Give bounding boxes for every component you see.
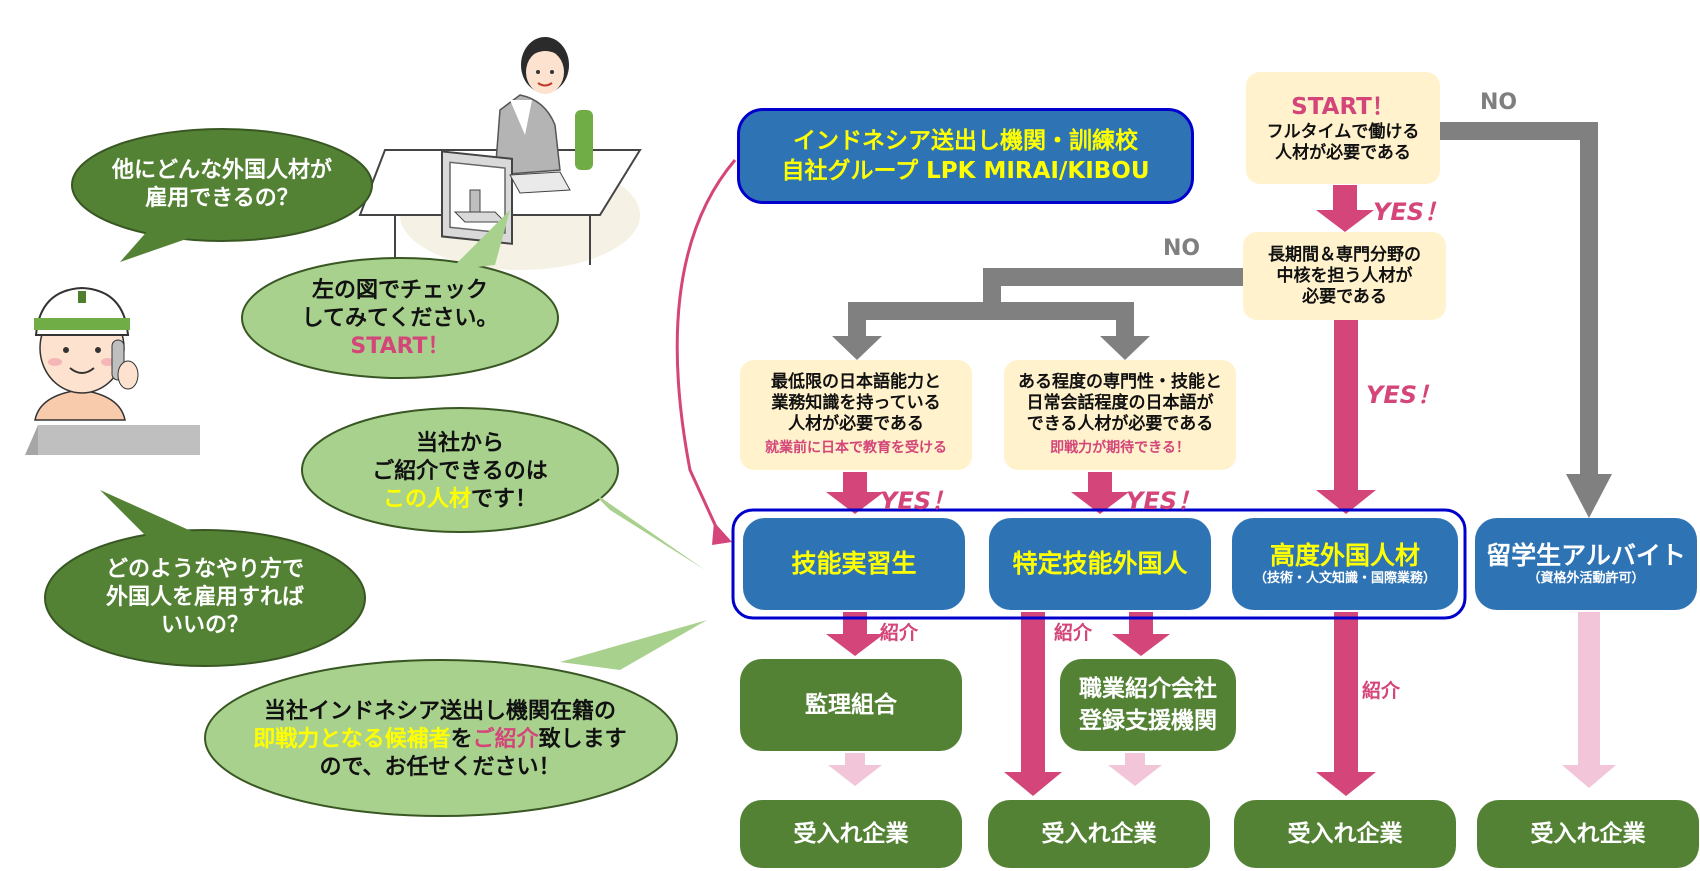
category-name: 留学生アルバイト	[1486, 541, 1686, 570]
agency-box: 職業紹介会社 登録支援機関	[1060, 659, 1236, 751]
longterm-line: 長期間＆専門分野の	[1268, 244, 1421, 265]
category-sub: （資格外活動許可）	[1527, 571, 1645, 586]
bubble-text-line: 雇用できるの？	[145, 186, 299, 211]
minimum-line: 人材が必要である	[788, 414, 924, 434]
receiving-company-3: 受入れ企業	[1234, 800, 1456, 868]
yes-label-minimum: YES！	[880, 487, 956, 515]
bubble-start-text: START！	[350, 334, 450, 359]
bubble-entrust-us: 当社インドネシア送出し機関在籍の 即戦力となる候補者をご紹介致します ので、お任…	[220, 690, 660, 790]
bubble-text-fragment: です！	[471, 487, 538, 512]
bubble-text-fragment: 致します	[538, 727, 627, 752]
bubble-text-line: 外国人を雇用すれば	[105, 585, 304, 610]
longterm-requirement-box: 長期間＆専門分野の 中核を担う人材が 必要である	[1243, 232, 1446, 320]
bubble-shapes	[44, 128, 707, 817]
bubble-check-chart: 左の図でチェック してみてください。 START！	[242, 272, 558, 366]
curved-connector-arrow	[675, 159, 737, 541]
highlight-this-talent: この人材	[382, 487, 471, 512]
receiver-label: 受入れ企業	[1041, 821, 1157, 847]
skilled-line: 日常会話程度の日本語が	[1026, 393, 1214, 413]
receiving-company-2: 受入れ企業	[988, 800, 1210, 868]
longterm-line: 中核を担う人材が	[1276, 265, 1413, 286]
yes-label-start: YES！	[1373, 198, 1449, 226]
introducible-categories-frame	[731, 508, 1467, 620]
bubble-we-can-introduce: 当社から ご紹介できるのは この人材です！	[302, 425, 618, 519]
supervising-union-box: 監理組合	[740, 659, 962, 751]
longterm-line: 必要である	[1302, 286, 1387, 307]
agency-line: 職業紹介会社	[1079, 676, 1217, 702]
receiving-company-1: 受入れ企業	[740, 800, 962, 868]
no-label-longterm: NO	[1163, 236, 1201, 261]
minimum-japanese-box: 最低限の日本語能力と 業務知識を持っている 人材が必要である 就業前に日本で教育…	[740, 360, 972, 470]
highlight-ready-candidates: 即戦力となる候補者	[253, 727, 451, 752]
no-label-start: NO	[1480, 90, 1518, 115]
highlight-introduce: ご紹介	[472, 727, 539, 752]
union-label: 監理組合	[805, 692, 897, 718]
skilled-line: できる人材が必要である	[1026, 414, 1214, 434]
receiver-label: 受入れ企業	[1287, 821, 1403, 847]
bubble-text-line: 左の図でチェック	[311, 278, 488, 303]
bubble-text-line: してみてください。	[301, 306, 499, 331]
bubble-text-line: いいの？	[160, 613, 249, 638]
bubble-question-how-to-hire: どのようなやり方で 外国人を雇用すれば いいの？	[45, 548, 365, 648]
bubble-text-fragment: を	[450, 727, 473, 752]
category-highly-skilled: 高度外国人材 （技術・人文知識・国際業務）	[1232, 518, 1458, 610]
intro-label-intern: 紹介	[880, 622, 919, 644]
receiving-company-4: 受入れ企業	[1477, 800, 1699, 868]
minimum-line: 業務知識を持っている	[771, 393, 941, 413]
source-line: インドネシア送出し機関・訓練校	[793, 128, 1138, 154]
bubble-text-line: 即戦力となる候補者をご紹介致します	[253, 726, 626, 754]
category-technical-intern: 技能実習生	[743, 518, 965, 610]
skilled-note: 即戦力が期待できる！	[1050, 440, 1190, 456]
start-line: フルタイムで働ける	[1266, 122, 1420, 142]
receiver-label: 受入れ企業	[1530, 821, 1646, 847]
category-sub: （技術・人文知識・国際業務）	[1253, 571, 1436, 586]
yes-label-longterm: YES！	[1366, 381, 1442, 409]
office-worker-illustration	[358, 37, 642, 270]
category-student-parttime: 留学生アルバイト （資格外活動許可）	[1475, 518, 1697, 610]
start-line: 人材が必要である	[1275, 143, 1411, 163]
intro-label-highly: 紹介	[1362, 680, 1401, 702]
source-institution-box: インドネシア送出し機関・訓練校 自社グループ LPK MIRAI/KIBOU	[737, 108, 1194, 204]
construction-worker-illustration	[25, 286, 200, 455]
bubble-text-line: 他にどんな外国人材が	[111, 158, 332, 183]
bubble-text-line: ご紹介できるのは	[372, 459, 548, 484]
bubble-text-line: 当社から	[415, 431, 504, 456]
receiver-label: 受入れ企業	[793, 821, 909, 847]
pink-arrows	[826, 185, 1376, 796]
minimum-line: 最低限の日本語能力と	[771, 372, 941, 392]
skilled-japanese-box: ある程度の専門性・技能と 日常会話程度の日本語が できる人材が必要である 即戦力…	[1004, 360, 1236, 470]
category-specified-skilled: 特定技能外国人	[989, 518, 1211, 610]
bubble-text-line: どのようなやり方で	[105, 557, 304, 582]
yes-label-skilled: YES！	[1126, 487, 1202, 515]
bubble-question-other-talent: 他にどんな外国人材が 雇用できるの？	[72, 140, 372, 230]
bubble-text-line: この人材です！	[383, 486, 537, 514]
start-box: START！ フルタイムで働ける 人材が必要である	[1246, 72, 1440, 184]
bubble-text-line: ので、お任せください！	[319, 755, 561, 780]
category-name: 特定技能外国人	[1012, 549, 1188, 578]
no-arrows	[832, 122, 1612, 518]
skilled-line: ある程度の専門性・技能と	[1018, 372, 1222, 392]
category-name: 高度外国人材	[1269, 541, 1420, 570]
bubble-text-line: 当社インドネシア送出し機関在籍の	[263, 699, 616, 724]
start-title: START！	[1291, 94, 1395, 120]
category-name: 技能実習生	[791, 549, 917, 578]
agency-line: 登録支援機関	[1079, 708, 1217, 734]
pale-pink-arrows	[828, 612, 1616, 788]
intro-label-skilled: 紹介	[1054, 622, 1093, 644]
source-line: 自社グループ LPK MIRAI/KIBOU	[781, 158, 1150, 184]
minimum-note: 就業前に日本で教育を受ける	[765, 440, 947, 456]
